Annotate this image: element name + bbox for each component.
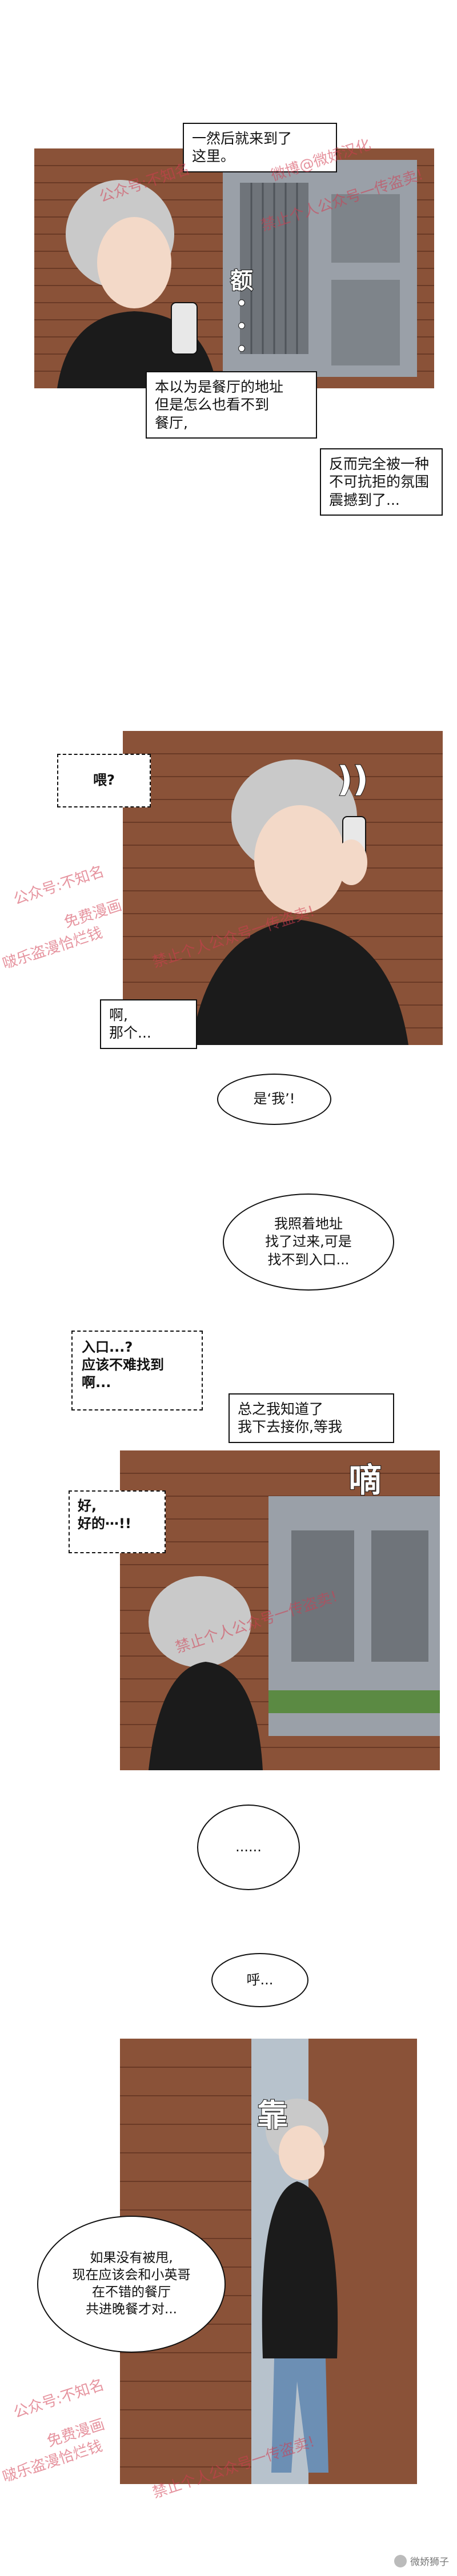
logo-text: 微娇狮子: [410, 2557, 449, 2568]
sfx-lean: 靠: [256, 2097, 288, 2134]
alley-building-art: [34, 148, 434, 388]
caption-top: 一然后就来到了 这里。: [183, 123, 337, 172]
channel-logo: 微娇狮子: [394, 2554, 449, 2568]
bubble-sigh: 呼...: [211, 1953, 308, 2007]
bubble-thought: 如果没有被甩, 现在应该会和小英哥 在不错的餐厅 共进晚餐才对...: [37, 2216, 226, 2353]
caption-left: 本以为是餐厅的地址 但是怎么也看不到 餐厅,: [146, 371, 317, 439]
panel-1: [34, 148, 434, 388]
watermark: 啵乐盗漫恰烂钱: [0, 924, 105, 973]
bubble-ok: 好, 好的⋯!!: [69, 1490, 166, 1553]
bubble-ah: 啊, 那个...: [100, 999, 197, 1049]
alley-crouch-art: [120, 1450, 440, 1770]
bubble-pickup: 总之我知道了 我下去接你,等我: [228, 1393, 394, 1443]
panel-3: [120, 1450, 440, 1770]
watermark: 免费漫画: [62, 897, 124, 932]
watermark: 公众号:不知名: [11, 2376, 107, 2422]
bubble-hello: 喂?: [57, 754, 151, 807]
sfx-beep: 嘀: [348, 1460, 382, 1500]
bubble-dots: ......: [197, 1805, 300, 1890]
sfx-sweat: 额・・・: [226, 268, 253, 360]
bubble-address: 我照着地址 找了过来,可是 找不到入口...: [223, 1193, 394, 1291]
bubble-me: 是‘我’!: [217, 1074, 331, 1125]
watermark: 啵乐盗漫恰烂钱: [0, 2437, 105, 2486]
phone-call-art: [123, 731, 443, 1045]
watermark: 免费漫画: [45, 2416, 107, 2451]
logo-icon: [394, 2554, 407, 2567]
watermark: 公众号:不知名: [11, 863, 107, 909]
panel-2: [123, 731, 443, 1045]
sfx-ring: )): [336, 759, 369, 800]
caption-right: 反而完全被一种 不可抗拒的氛围 震撼到了...: [320, 448, 443, 516]
bubble-entrance: 入口...? 应该不难找到 啊...: [71, 1331, 203, 1410]
